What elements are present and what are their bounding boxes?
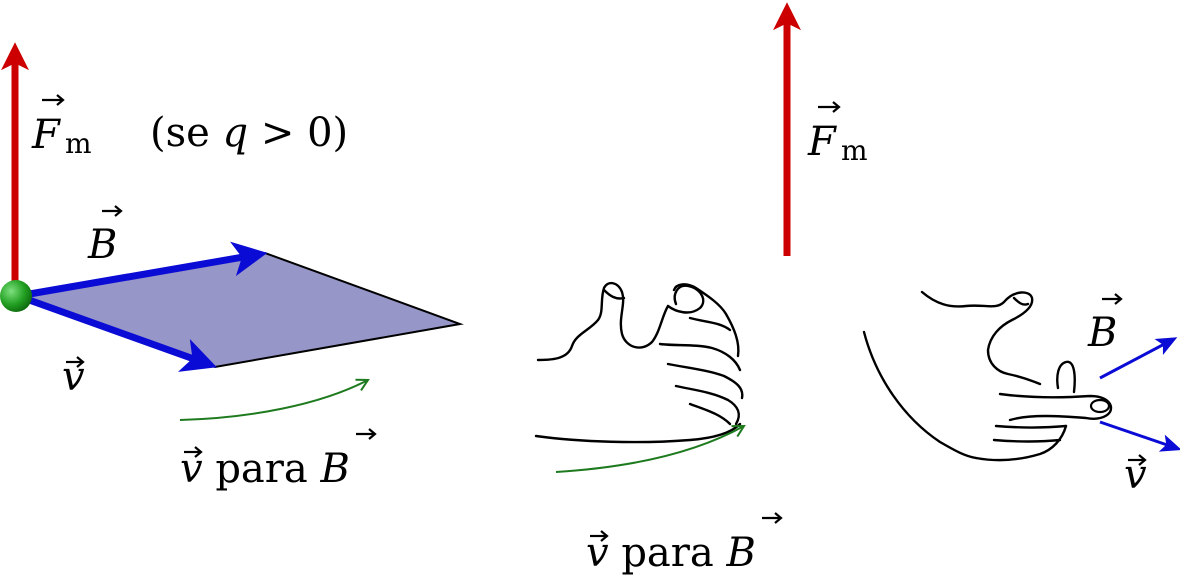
fingernail-icon (1089, 398, 1111, 414)
right-b-label: B (1087, 293, 1123, 356)
middle-rotation-arrow (555, 426, 744, 473)
curled-right-hand-icon (534, 281, 744, 444)
right-v-arrow (1099, 420, 1180, 452)
v-b-plane (14, 251, 464, 369)
b-vector-arrow (17, 241, 268, 300)
svg-text:B: B (1087, 310, 1117, 356)
pointing-right-hand-icon (862, 290, 1113, 462)
middle-panel: F m v para B (534, 2, 868, 576)
b-label: B (87, 205, 123, 268)
v-label: v (62, 354, 85, 400)
v-vector-arrow (16, 292, 217, 372)
svg-text:v para B: v para B (586, 530, 756, 576)
svg-text:F: F (807, 119, 837, 165)
rotation-caption: v para B (180, 428, 377, 492)
force-symbol: F (31, 112, 61, 158)
svg-text:m: m (841, 134, 868, 167)
positive-charge (0, 280, 32, 312)
right-b-arrow (1099, 337, 1178, 380)
svg-text:v para B: v para B (180, 446, 350, 492)
b-symbol: B (87, 222, 117, 268)
charge-condition: (se q > 0) (150, 110, 348, 156)
middle-rotation-caption: v para B (586, 512, 783, 576)
right-panel: B v (862, 290, 1180, 498)
force-label: F m (31, 94, 92, 160)
force-subscript: m (65, 127, 92, 160)
right-v-label: v (1124, 452, 1147, 498)
rotation-arrow (179, 380, 368, 421)
middle-force-label: F m (807, 101, 868, 167)
left-panel: F m (se q > 0) B v v para B (0, 42, 464, 492)
